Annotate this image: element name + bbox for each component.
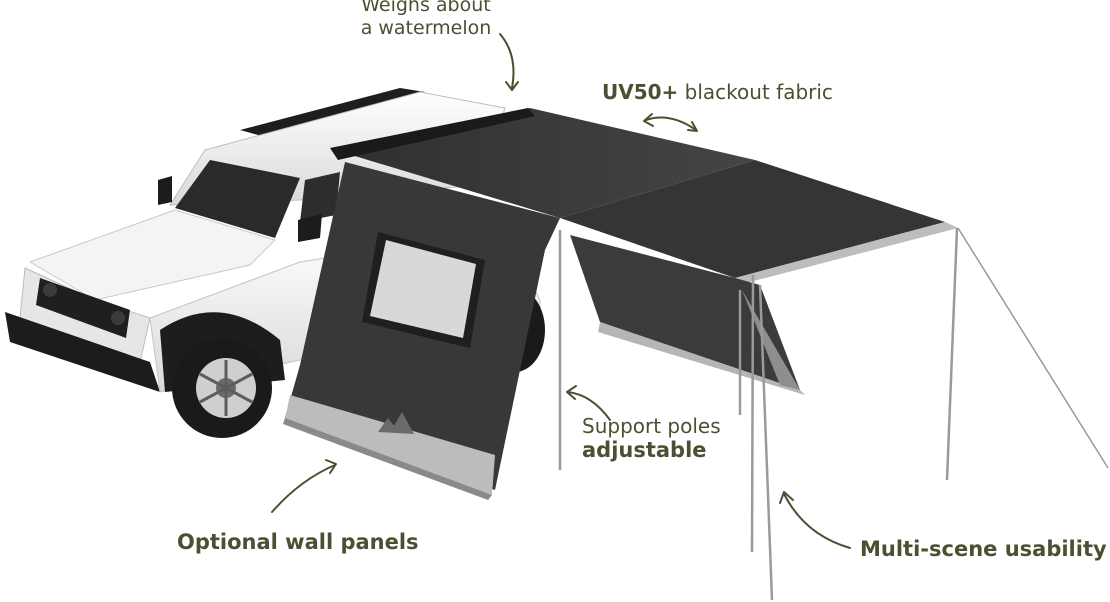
label-support-poles: Support poles adjustable xyxy=(582,414,721,463)
arrow-wall-icon xyxy=(271,459,337,513)
awning-canopy xyxy=(330,108,958,395)
guy-rope xyxy=(957,227,1109,469)
label-weight-line2: a watermelon xyxy=(360,16,492,39)
label-poles-line2: adjustable xyxy=(582,438,707,462)
arrow-multi-icon xyxy=(779,491,851,549)
mountain-logo-icon xyxy=(378,412,414,434)
label-multi-scene: Multi-scene usability xyxy=(860,537,1107,561)
label-uv-fabric: UV50+ blackout fabric xyxy=(602,80,833,104)
arrow-uv-icon xyxy=(643,113,698,132)
label-poles-line1: Support poles xyxy=(582,414,721,438)
arrow-poles-icon xyxy=(566,385,611,421)
label-uv-rest: blackout fabric xyxy=(678,80,833,104)
label-wall-panels: Optional wall panels xyxy=(177,530,419,554)
label-weight-line1: Weighs about xyxy=(361,0,491,16)
label-weight: Weighs about a watermelon xyxy=(348,0,504,40)
arrow-weighs-icon xyxy=(499,33,519,91)
support-poles xyxy=(558,227,959,601)
wall-panel xyxy=(283,162,560,500)
label-uv-bold: UV50+ xyxy=(602,80,679,104)
